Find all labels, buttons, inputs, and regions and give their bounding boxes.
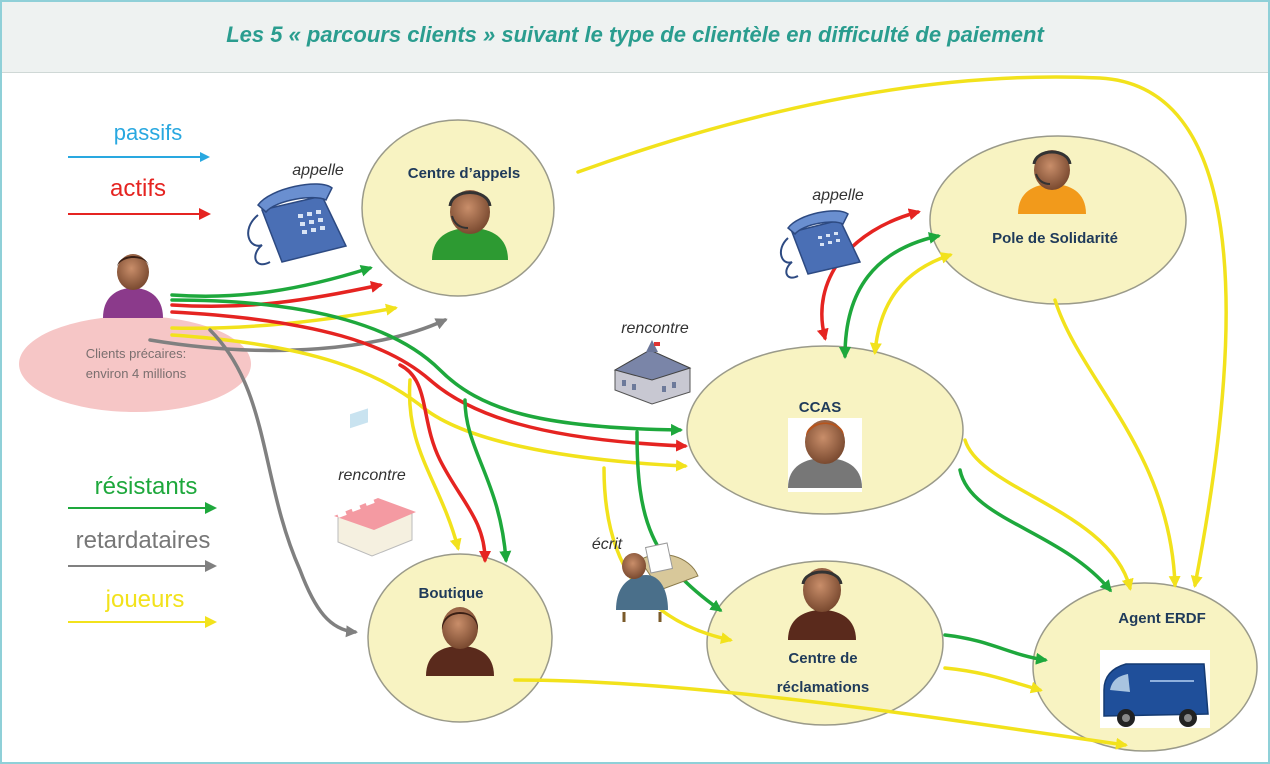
label-reclamations-2: réclamations (777, 679, 870, 696)
arrow-joueur-boutique-to-erdf (513, 678, 1128, 750)
person-icon (788, 418, 862, 492)
arrow-actif-clients-to-appels (170, 281, 383, 309)
legend-actifs-label: actifs (110, 175, 166, 202)
writing-person-icon (616, 542, 699, 622)
clients-label-line1: Clients précaires: (86, 346, 186, 361)
arrow-resistant-reclamations-to-erdf (943, 633, 1048, 665)
legend-joueurs-label: joueurs (105, 586, 185, 613)
arrow-joueur-clients-to-ccas (170, 333, 688, 472)
shop-icon (334, 408, 416, 557)
arrow-resistant-clients-to-ccas (170, 298, 683, 436)
arrow-joueur-ccas-to-erdf (963, 438, 1134, 591)
arrow-actif-clients-to-boutique (398, 363, 491, 563)
label-reclamations-1: Centre de (788, 650, 857, 667)
arrow-retardataire-clients-to-appels (148, 318, 448, 353)
label-centre-appels: Centre d’appels (408, 165, 521, 182)
telephone-icon (247, 183, 348, 266)
legend-resistants-label: résistants (95, 473, 198, 500)
label-pole-solidarite: Pole de Solidarité (992, 230, 1118, 247)
action-appelle-1: appelle (292, 162, 344, 179)
delivery-van-icon (1100, 650, 1210, 728)
telephone-icon (779, 210, 862, 279)
action-appelle-2: appelle (812, 187, 864, 204)
legend-retardataires-label: retardataires (76, 527, 211, 554)
person-headset-icon (432, 190, 508, 260)
flow-arrows (148, 75, 1228, 750)
label-boutique: Boutique (419, 585, 484, 602)
person-headset-icon (1018, 150, 1086, 214)
legend: passifs actifs résistants retardataires … (68, 120, 217, 628)
client-person-icon (103, 254, 163, 318)
arrow-joueur-clients-to-boutique (407, 378, 462, 551)
label-agent-erdf: Agent ERDF (1118, 610, 1206, 627)
node-reclamations (706, 560, 944, 726)
action-rencontre-2: rencontre (338, 467, 406, 484)
arrow-resistant-clients-to-boutique (463, 398, 512, 563)
legend-passifs-label: passifs (114, 120, 182, 145)
arrow-resistant-to-reclamations (635, 430, 723, 612)
arrow-joueur-appels-to-erdf (576, 75, 1228, 588)
arrow-joueur-ccas-pole (869, 252, 953, 355)
arrow-resistant-clients-to-appels (170, 264, 373, 298)
action-ecrit: écrit (592, 536, 623, 553)
clients-label-line2: environ 4 millions (86, 366, 187, 381)
arrow-actif-clients-to-ccas (170, 310, 688, 452)
arrow-joueur-pole-to-erdf (1053, 298, 1181, 588)
town-hall-icon (613, 340, 692, 405)
person-icon (426, 607, 494, 676)
node-clients-precaires (19, 316, 251, 412)
arrow-retardataire-clients-to-boutique (208, 328, 358, 638)
arrow-resistant-ccas-pole (839, 232, 941, 359)
diagram-title: Les 5 « parcours clients » suivant le ty… (226, 22, 1044, 47)
action-rencontre-1: rencontre (621, 320, 689, 337)
label-ccas: CCAS (799, 399, 842, 416)
title-bar: Les 5 « parcours clients » suivant le ty… (2, 2, 1268, 73)
person-headset-icon (788, 568, 856, 640)
arrow-resistant-ccas-to-erdf (958, 468, 1112, 593)
arrow-joueur-reclamations-to-erdf (943, 666, 1043, 694)
